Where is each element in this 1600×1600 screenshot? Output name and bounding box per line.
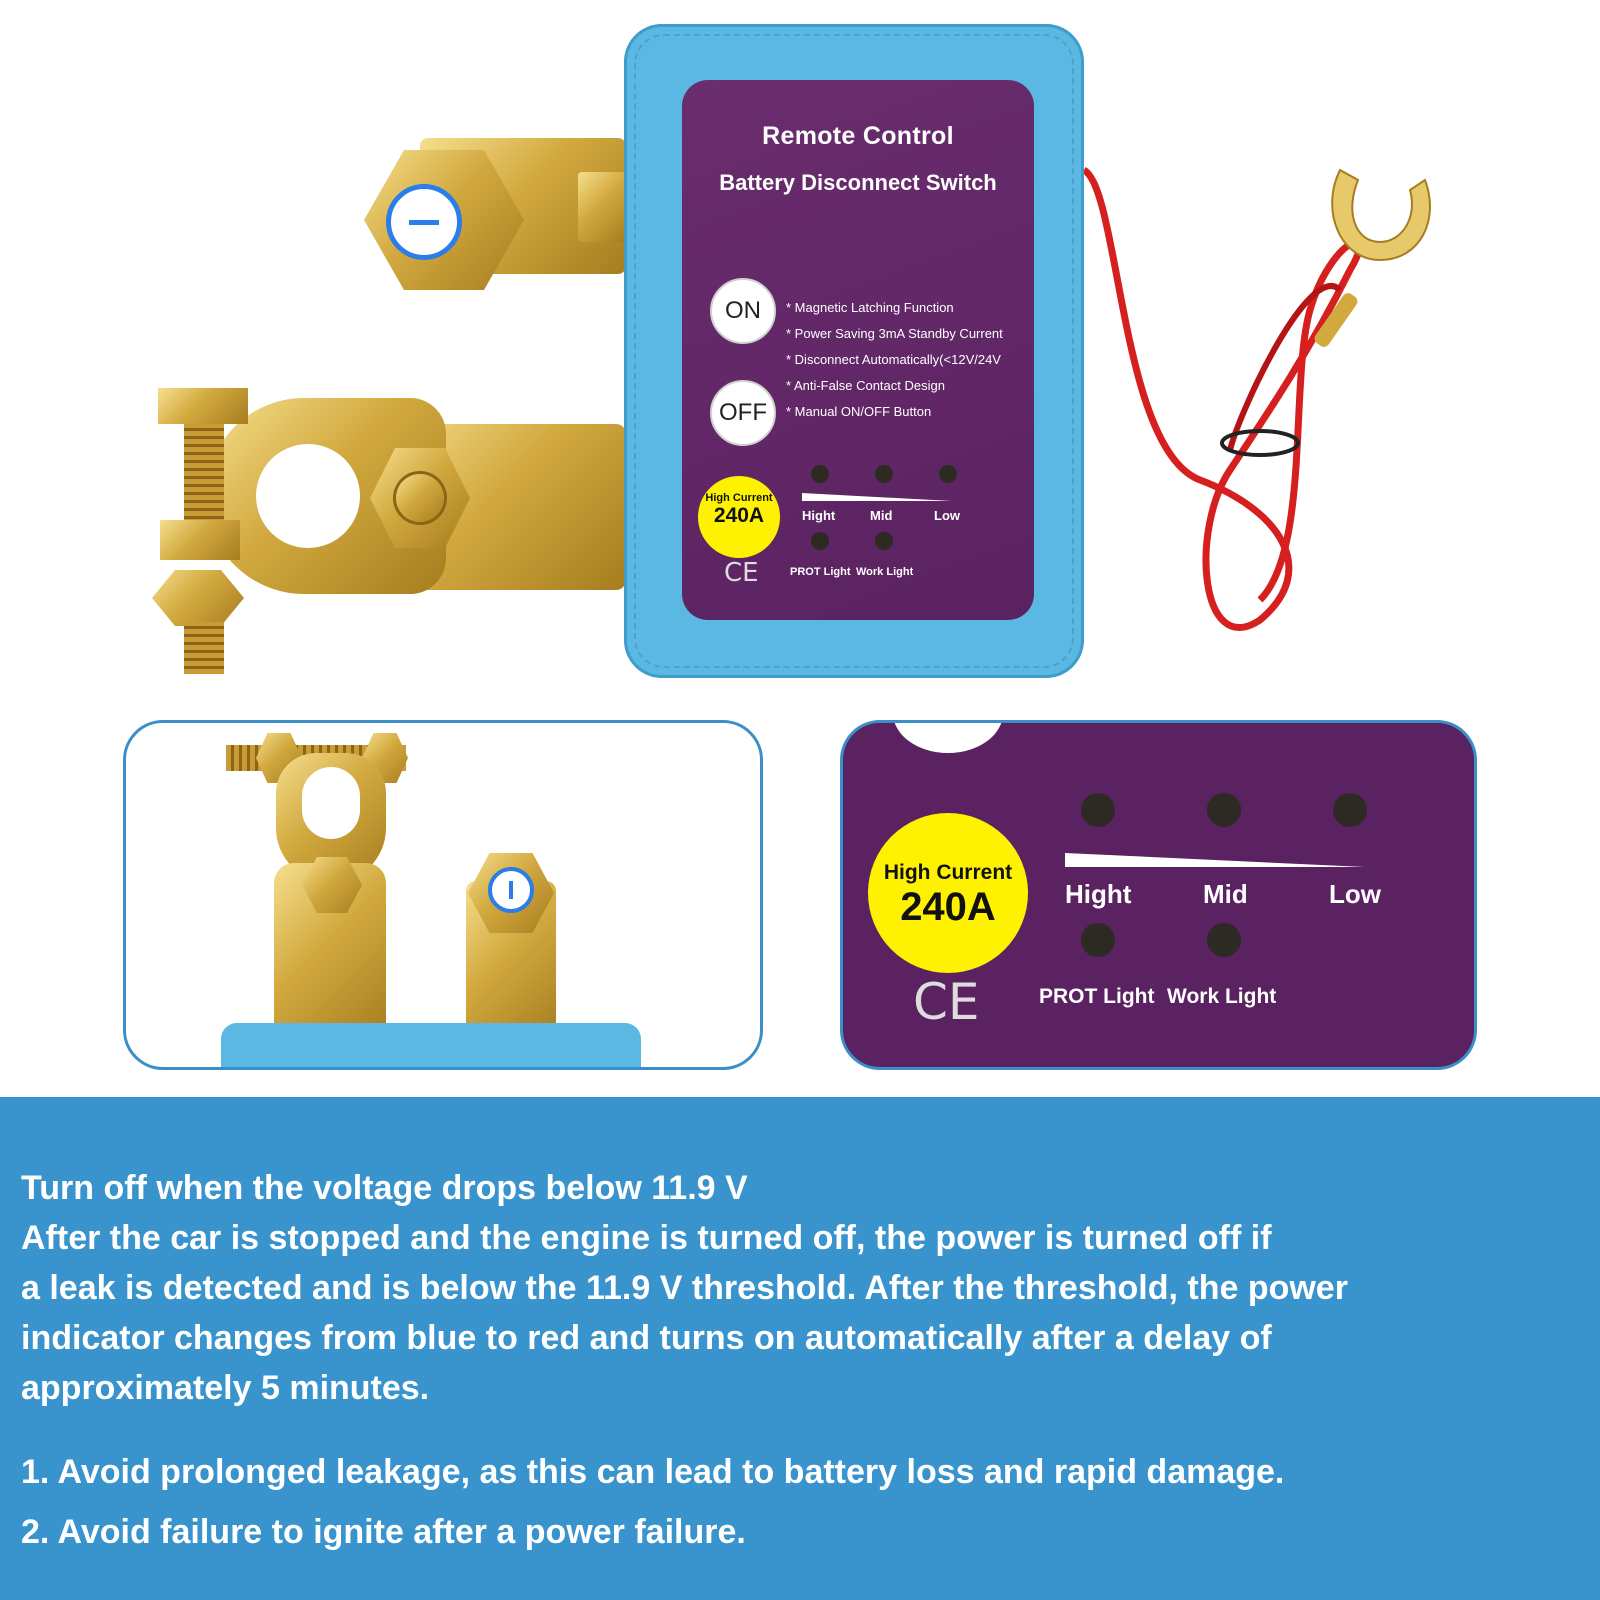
badge-label: High Current [705,492,773,504]
feature-item: * Power Saving 3mA Standby Current [786,326,1003,341]
feature-item: * Anti-False Contact Design [786,378,945,393]
prot-light-led [811,532,829,550]
info-point: 2. Avoid failure to ignite after a power… [21,1513,746,1551]
clamp-opening [256,444,360,548]
upper-terminal-post [578,172,626,242]
detail-ce-mark: CE [913,973,980,1031]
detail-high-current-badge: High Current 240A [868,813,1028,973]
work-light-label: Work Light [856,566,914,578]
info-body-line: a leak is detected and is below the 11.9… [21,1269,1348,1307]
detail-prot-light-label: PROT Light [1039,985,1155,1008]
prot-light-label: PROT Light [790,566,851,578]
detail-work-light-label: Work Light [1167,985,1277,1008]
clamp-bolt-thread [184,424,224,524]
detail-level-label-low: Low [1329,879,1381,909]
switch-face-plate: Remote Control Battery Disconnect Switch… [682,80,1034,620]
clamp-bolt-head [158,388,248,424]
work-light-led [875,532,893,550]
info-body-line: indicator changes from blue to red and t… [21,1319,1272,1357]
detail-led-low [1333,793,1367,827]
level-label-mid: Mid [870,508,893,523]
clamp-nut [152,570,244,626]
detail-power-indicator-icon [488,867,534,913]
power-indicator-icon [386,184,462,260]
feature-item: * Disconnect Automatically(<12V/24V [786,352,1001,367]
detail-badge-value: 240A [900,885,996,929]
detail-level-label-hight: Hight [1065,879,1132,909]
level-label-low: Low [934,508,960,523]
product-hero: Remote Control Battery Disconnect Switch… [0,0,1600,700]
level-label-hight: Hight [802,508,836,523]
clamp-block [160,520,240,560]
info-heading: Turn off when the voltage drops below 11… [21,1169,748,1207]
detail-badge-label: High Current [883,861,1013,884]
high-current-badge: High Current 240A [698,476,780,558]
level-led-hight [811,465,829,483]
level-scale-bar [802,493,952,501]
info-section: Turn off when the voltage drops below 11… [0,1097,1600,1600]
clamp-bolt-end [184,622,224,674]
level-led-low [939,465,957,483]
level-led-mid [875,465,893,483]
detail-led-hight [1081,793,1115,827]
detail-clamp-opening [302,767,360,839]
red-wire-with-ring-terminal [1081,166,1431,631]
lower-terminal-bolt-head [396,474,444,522]
on-button[interactable]: ON [710,278,776,344]
product-title: Remote Control [762,122,954,150]
indicator-detail-panel: Hight Mid Low PROT Light Work Light High… [840,720,1477,1070]
feature-item: * Manual ON/OFF Button [786,404,932,419]
product-subtitle: Battery Disconnect Switch [719,170,997,195]
info-body-line: approximately 5 minutes. [21,1369,430,1407]
detail-level-label-mid: Mid [1203,879,1248,909]
detail-work-light-led [1207,923,1241,957]
info-body-line: After the car is stopped and the engine … [21,1219,1272,1257]
detail-housing-edge [221,1023,641,1067]
detail-level-scale-bar [1065,853,1365,867]
detail-led-mid [1207,793,1241,827]
badge-value: 240A [713,504,765,527]
terminal-detail-panel [123,720,763,1070]
off-button[interactable]: OFF [710,380,776,446]
detail-prot-light-led [1081,923,1115,957]
info-point: 1. Avoid prolonged leakage, as this can … [21,1453,1285,1491]
detail-button-edge [893,723,1003,753]
feature-item: * Magnetic Latching Function [786,300,954,315]
ce-mark: CE [724,558,759,588]
